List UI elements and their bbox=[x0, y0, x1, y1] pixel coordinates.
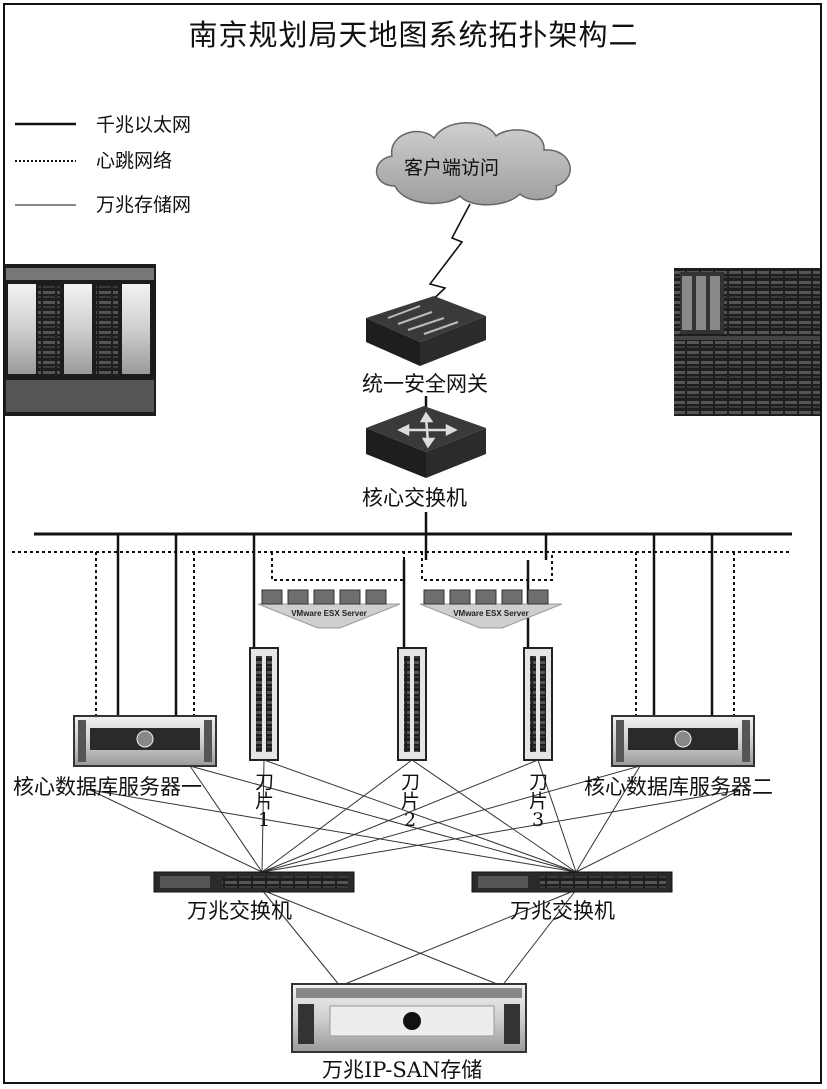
core-switch-icon bbox=[366, 406, 486, 478]
legend-heartbeat-network: 心跳网络 bbox=[96, 150, 173, 172]
vm-group-1: VMware ESX Server bbox=[257, 589, 401, 629]
tengig-switch-2-label: 万兆交换机 bbox=[510, 899, 615, 923]
diagram-title: 南京规划局天地图系统拓扑架构二 bbox=[188, 18, 639, 52]
tengig-switch-1-icon bbox=[153, 871, 355, 893]
blade-3-label: 刀片 3 bbox=[526, 772, 548, 831]
gigabit-drops bbox=[116, 534, 714, 718]
blade-1-label: 刀片 1 bbox=[252, 772, 274, 831]
diagram-frame bbox=[3, 3, 822, 1084]
vm-group-2-label: VMware ESX Server bbox=[453, 609, 529, 618]
storage-network-links bbox=[89, 759, 741, 987]
db-server-2-label: 核心数据库服务器二 bbox=[584, 775, 773, 799]
legend-10g-storage-network: 万兆存储网 bbox=[96, 194, 192, 216]
ip-san-storage-icon bbox=[291, 983, 527, 1053]
db-server-1-label: 核心数据库服务器一 bbox=[13, 775, 202, 799]
cloud-label: 客户端访问 bbox=[404, 157, 500, 179]
legend-gigabit-ethernet: 千兆以太网 bbox=[96, 114, 192, 136]
blade-chassis-right-icon bbox=[674, 268, 820, 416]
core-switch-label: 核心交换机 bbox=[362, 486, 467, 510]
blade-chassis-left-icon bbox=[4, 264, 156, 416]
wan-link-lightning bbox=[419, 203, 471, 313]
db-server-1-icon bbox=[73, 715, 217, 767]
db-server-2-icon bbox=[611, 715, 755, 767]
blade-server-2-icon bbox=[397, 647, 427, 761]
storage-label: 万兆IP-SAN存储 bbox=[322, 1058, 483, 1082]
vm-group-2: VMware ESX Server bbox=[419, 589, 563, 629]
client-cloud-icon bbox=[375, 122, 571, 206]
tengig-switch-1-label: 万兆交换机 bbox=[187, 899, 292, 923]
gateway-label: 统一安全网关 bbox=[362, 372, 488, 396]
legend-lines bbox=[15, 122, 76, 206]
blade-2-label: 刀片 2 bbox=[398, 772, 420, 831]
security-gateway-icon bbox=[366, 296, 486, 366]
vm-group-1-label: VMware ESX Server bbox=[291, 609, 367, 618]
tengig-switch-2-icon bbox=[471, 871, 673, 893]
blade-server-1-icon bbox=[249, 647, 279, 761]
blade-server-3-icon bbox=[523, 647, 553, 761]
heartbeat-drops bbox=[95, 552, 735, 718]
